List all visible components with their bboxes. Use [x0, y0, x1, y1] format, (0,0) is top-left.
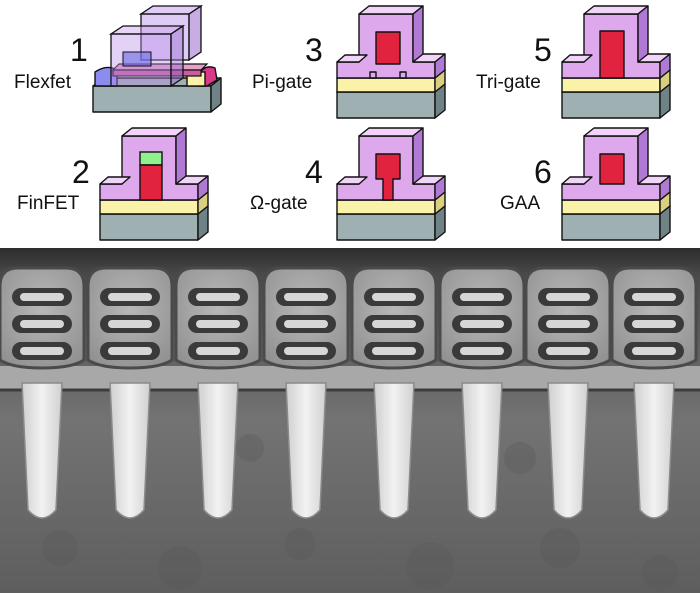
device-4-number: 4: [305, 154, 323, 190]
device-3-number: 3: [305, 32, 323, 68]
device-4-label: Ω-gate: [250, 193, 308, 214]
device-1-number: 1: [70, 32, 88, 68]
omega-gate-schematic: [336, 127, 446, 241]
tem-cross-section-image: [0, 248, 700, 593]
device-5-number: 5: [534, 32, 552, 68]
device-2-number: 2: [72, 154, 90, 190]
device-6-label: GAA: [500, 193, 541, 214]
device-schematics: .c-sub{fill:#9fb0b3;stroke:#111;stroke-w…: [92, 4, 671, 241]
tri-gate-schematic: [561, 5, 671, 119]
pi-gate-schematic: [336, 5, 446, 119]
device-6-number: 6: [534, 154, 552, 190]
device-5-label: Tri-gate: [476, 72, 541, 93]
device-2-label: FinFET: [17, 193, 80, 214]
device-1-label: Flexfet: [14, 72, 72, 93]
gaa-schematic: [561, 127, 671, 241]
finfet-schematic: [99, 127, 209, 241]
flexfet-schematic: [92, 4, 222, 113]
device-3-label: Pi-gate: [252, 72, 313, 93]
